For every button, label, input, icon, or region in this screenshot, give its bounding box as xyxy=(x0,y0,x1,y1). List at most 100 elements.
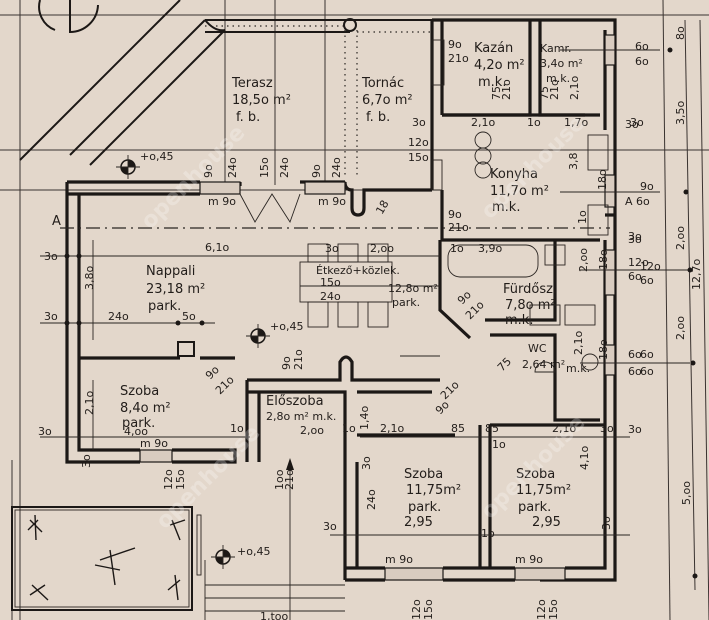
dimension-konyha-7: 18o xyxy=(596,169,609,190)
svg-text:18,5o m²: 18,5o m² xyxy=(232,93,291,108)
svg-text:2,oo: 2,oo xyxy=(300,424,324,437)
dimension-right-side-4: 3,5o xyxy=(674,101,687,125)
dimension-right-side-1: 6o xyxy=(635,40,649,53)
svg-text:Kamr.: Kamr. xyxy=(540,42,572,55)
dimension-furdo-1: 3,9o xyxy=(478,242,502,255)
dimension-furdo-4: 3o xyxy=(628,230,642,243)
dimension-konyha-5: 21o xyxy=(448,221,469,234)
room-furdo: Fürdősz. 7,8o m² m.k. xyxy=(503,282,557,328)
dimension-szoba-lower-8: 3o xyxy=(323,520,337,533)
dimension-right-side-3: 3o xyxy=(625,118,639,131)
dimension-top-0: 9o xyxy=(202,164,215,178)
room-wc: WC 2,64 m² m.k. xyxy=(522,342,590,375)
svg-text:4,2o m²: 4,2o m² xyxy=(474,58,525,73)
svg-text:park.: park. xyxy=(518,500,551,515)
room-labels: Terasz 18,5o m² f. b. Tornác 6,7o m² f. … xyxy=(120,41,590,530)
dimension-nappali-1: 6,1o xyxy=(205,241,229,254)
window-wc xyxy=(604,344,616,376)
svg-text:park.: park. xyxy=(122,416,155,431)
dimension-furdo-0: 1o xyxy=(450,242,464,255)
svg-text:Fürdősz.: Fürdősz. xyxy=(503,282,557,297)
room-szoba-2: Szoba 11,75m² park. 2,95 xyxy=(404,467,461,530)
svg-text:4,oo: 4,oo xyxy=(124,425,148,438)
dimension-bottom-0: 12o xyxy=(410,599,423,620)
dimension-szoba-lower-4: 2,1o xyxy=(552,422,576,435)
svg-text:11,75m²: 11,75m² xyxy=(406,483,461,498)
dimension-eloszoba-5: 1oo xyxy=(273,469,286,490)
dimension-konyha-6: 1o xyxy=(576,210,589,224)
dimension-szoba1-1: 3o xyxy=(38,425,52,438)
svg-text:11,7o m²: 11,7o m² xyxy=(490,184,549,199)
bath-fixtures xyxy=(447,244,599,373)
dimension-szoba-lower-5: 1o xyxy=(492,438,506,451)
dimension-right-side-6: 2,oo xyxy=(674,226,687,250)
dimension-window-m-4: m 9o xyxy=(515,553,543,566)
dimension-kamra-1: 21o xyxy=(548,79,561,100)
dimension-right-side-7: 3o xyxy=(628,233,642,246)
dimension-window-m-0: m 9o xyxy=(208,195,236,208)
room-szoba-3: Szoba 11,75m² park. 2,95 xyxy=(516,467,571,530)
dimension-furdo-6: 6o xyxy=(628,270,642,283)
dining-table xyxy=(299,243,393,328)
dimension-bottom-3: 15o xyxy=(547,599,560,620)
dimension-szoba-lower-6: 3o xyxy=(600,422,614,435)
svg-text:Terasz: Terasz xyxy=(231,76,273,91)
dimension-konyha-0: 3,8 xyxy=(567,153,580,171)
svg-text:2,95: 2,95 xyxy=(532,515,561,530)
dimension-etkezo-4: 18 xyxy=(373,198,391,217)
svg-text:7,8o m²: 7,8o m² xyxy=(505,298,556,313)
dimension-top-1: 24o xyxy=(226,157,239,178)
dimension-kamra-2: 2,1o xyxy=(568,76,581,100)
dimension-nappali-4: 24o xyxy=(108,310,129,323)
svg-text:Szoba: Szoba xyxy=(516,467,555,482)
windows xyxy=(139,34,616,581)
dimension-kazan-0: 9o xyxy=(448,38,462,51)
svg-text:park.: park. xyxy=(148,299,181,314)
chimney xyxy=(177,341,195,357)
dimension-top-3: 24o xyxy=(278,157,291,178)
svg-text:6,7o m²: 6,7o m² xyxy=(362,93,413,108)
svg-text:park.: park. xyxy=(408,500,441,515)
svg-text:23,18 m²: 23,18 m² xyxy=(146,282,205,297)
interior-walls xyxy=(79,20,605,462)
dimension-szoba-lower-10: 3o xyxy=(360,456,373,470)
dimension-szoba1-2: 1o xyxy=(230,422,244,435)
dimension-window-m-1: m 9o xyxy=(318,195,346,208)
svg-text:Nappali: Nappali xyxy=(146,264,195,279)
svg-text:f. b.: f. b. xyxy=(236,110,260,125)
dimension-kazan-2: 75 xyxy=(490,86,503,100)
window-szoba3 xyxy=(514,567,566,581)
svg-text:11,75m²: 11,75m² xyxy=(516,483,571,498)
dimension-right-side-10: 2,oo xyxy=(674,316,687,340)
svg-text:Konyha: Konyha xyxy=(490,167,538,182)
dimension-szoba-lower-9: 24o xyxy=(365,489,378,510)
dimension-right-side-12: 6o xyxy=(640,348,654,361)
dimension-etkezo-3: 24o xyxy=(320,290,341,303)
window-konyha xyxy=(604,174,616,208)
dimension-etkezo-1: 2,oo xyxy=(370,242,394,255)
dimension-bottom-2: 12o xyxy=(535,599,548,620)
dimension-kazan-5: 2,1o xyxy=(471,116,495,129)
room-kamra: Kamr. 3,4o m² m.k. xyxy=(540,42,583,85)
svg-text:m.k.: m.k. xyxy=(505,313,533,328)
svg-text:Szoba: Szoba xyxy=(404,467,443,482)
terrace-doors xyxy=(239,193,301,224)
dimension-konyha-4: 9o xyxy=(448,208,462,221)
dimension-szoba1-3: 9o xyxy=(203,363,222,382)
dimension-window-m-3: m 9o xyxy=(385,553,413,566)
dimension-szoba-lower-3: 85 xyxy=(485,422,499,435)
dimension-furdo-3: 18o xyxy=(597,249,610,270)
room-tornac: Tornác 6,7o m² f. b. xyxy=(361,76,413,125)
dimension-furdo-2: 2,oo xyxy=(577,248,590,272)
svg-text:2,8o m² m.k.: 2,8o m² m.k. xyxy=(266,410,336,423)
room-szoba-1: Szoba 8,4o m² park. 4,oo xyxy=(120,384,171,438)
svg-text:m.k.: m.k. xyxy=(546,72,570,85)
level-markers: +o,45 +o,45 +o,45 xyxy=(116,150,303,569)
dimension-nappali-3: 3o xyxy=(44,310,58,323)
dimension-szoba1-5: 3o xyxy=(80,454,93,468)
room-terasz: Terasz 18,5o m² f. b. xyxy=(231,76,291,125)
section-line: A A 6o xyxy=(52,195,650,229)
dimension-eloszoba-3: 1,4o xyxy=(358,406,371,430)
dimension-right-side-9: 6o xyxy=(640,274,654,287)
